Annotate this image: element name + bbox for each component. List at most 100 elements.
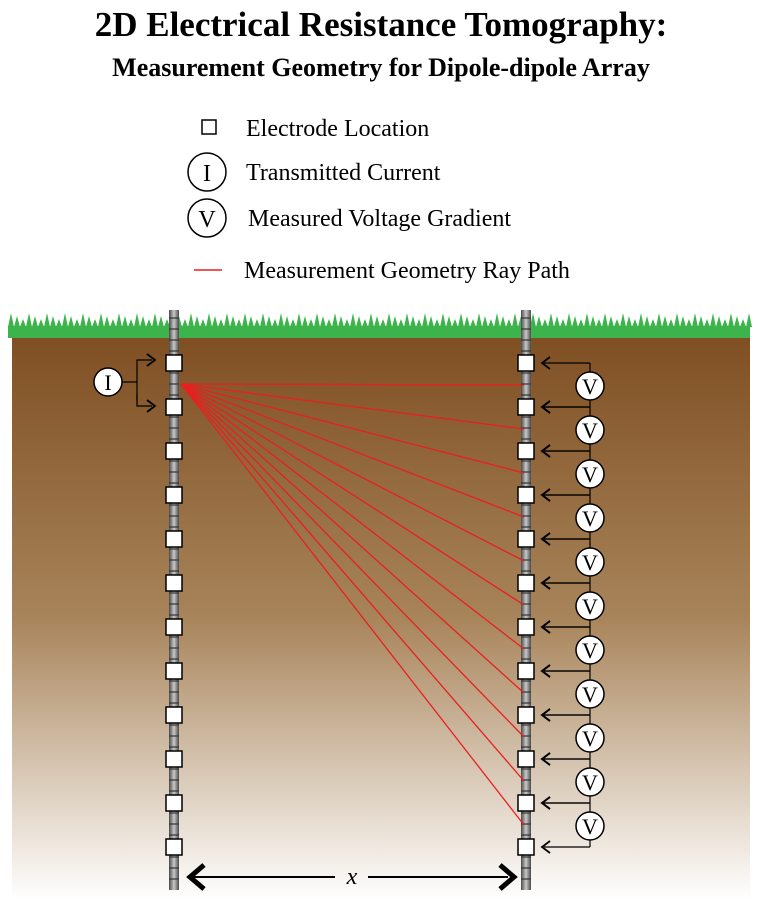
voltage-meter: V (540, 752, 605, 810)
voltage-meter-label: V (582, 374, 598, 399)
ray-path (180, 383, 525, 694)
voltage-meter: V (540, 796, 605, 854)
ray-paths (180, 383, 525, 826)
electrode (517, 486, 535, 504)
ray-path (180, 383, 525, 386)
voltage-meter-label: V (582, 418, 598, 443)
legend-voltage-symbol: V (198, 207, 216, 233)
electrode (165, 618, 183, 636)
electrode (165, 354, 183, 372)
ray-path (180, 383, 525, 518)
distance-arrow-right (498, 863, 518, 891)
ray-path (180, 383, 525, 826)
electrode (165, 530, 183, 548)
electrode (165, 750, 183, 768)
voltage-meter-label: V (582, 550, 598, 575)
ray-path (180, 383, 525, 782)
ray-path (180, 383, 525, 430)
legend-ray-label: Measurement Geometry Ray Path (244, 258, 570, 284)
ray-path (180, 383, 525, 650)
electrode (517, 662, 535, 680)
soil (12, 336, 750, 900)
voltage-meter-label: V (582, 682, 598, 707)
ray-path (180, 383, 525, 606)
electrode (165, 442, 183, 460)
distance-arrow-left (186, 863, 206, 891)
ray-path (180, 383, 525, 474)
voltage-meter-icon (575, 415, 605, 445)
voltage-meter-icon (575, 371, 605, 401)
electrode (517, 398, 535, 416)
distance-label: x (346, 864, 358, 890)
electrode (517, 354, 535, 372)
voltage-meter-label: V (582, 814, 598, 839)
distance-dimension: x (186, 863, 518, 891)
voltage-arrow (540, 752, 551, 766)
voltage-arrow (540, 796, 551, 810)
electrode (165, 486, 183, 504)
grass (8, 313, 752, 338)
legend-voltage-label: Measured Voltage Gradient (248, 206, 511, 232)
voltage-meter: V (540, 664, 605, 722)
electrode (165, 706, 183, 724)
voltage-arrow (540, 620, 551, 634)
electrodes-left (165, 354, 183, 856)
legend-electrode-icon (201, 119, 217, 135)
legend: Electrode Location I Transmitted Current… (187, 116, 570, 284)
legend-current-symbol: I (203, 161, 211, 187)
current-source-label: I (104, 370, 111, 395)
current-arrow-top (146, 353, 157, 367)
voltage-meter-icon (575, 635, 605, 665)
voltage-arrow (540, 356, 551, 370)
current-arrow-bottom (146, 399, 157, 413)
voltage-meter-icon (575, 723, 605, 753)
ray-path (180, 383, 525, 562)
electrode (517, 574, 535, 592)
title-line-1: 2D Electrical Resistance Tomography: (94, 5, 668, 44)
electrode (517, 442, 535, 460)
voltage-arrow (540, 664, 551, 678)
borehole-right (521, 310, 531, 890)
voltage-arrow (540, 488, 551, 502)
voltage-meter-label: V (582, 594, 598, 619)
voltage-meter-label: V (582, 726, 598, 751)
voltage-arrow (540, 444, 551, 458)
title-line-2: Measurement Geometry for Dipole-dipole A… (112, 53, 650, 82)
electrode (517, 838, 535, 856)
voltage-meter-icon (575, 767, 605, 797)
voltage-arrow (540, 708, 551, 722)
electrode (165, 838, 183, 856)
voltage-arrow (540, 576, 551, 590)
electrode (517, 618, 535, 636)
voltage-meter-label: V (582, 506, 598, 531)
electrode (165, 662, 183, 680)
electrode (517, 706, 535, 724)
electrodes-right (517, 354, 535, 856)
current-source: I (93, 353, 157, 413)
voltage-meter-icon (575, 811, 605, 841)
voltage-meter-icon (575, 591, 605, 621)
borehole-left (169, 310, 179, 890)
voltage-arrow (540, 400, 551, 414)
voltage-meter-icon (575, 503, 605, 533)
voltage-meter-label: V (582, 638, 598, 663)
electrode (165, 794, 183, 812)
ray-path (180, 383, 525, 738)
legend-voltage-icon (187, 198, 227, 238)
electrode (517, 750, 535, 768)
electrode (165, 574, 183, 592)
voltage-meter-icon (575, 679, 605, 709)
voltage-meter-label: V (582, 462, 598, 487)
voltage-meter-icon (575, 547, 605, 577)
voltage-meter-label: V (582, 770, 598, 795)
electrode (517, 530, 535, 548)
voltage-meter-icon (575, 459, 605, 489)
voltage-arrow (540, 532, 551, 546)
legend-electrode-label: Electrode Location (246, 116, 429, 142)
voltage-arrow (540, 840, 551, 854)
electrode (165, 398, 183, 416)
legend-current-icon (187, 152, 227, 192)
legend-current-label: Transmitted Current (246, 160, 441, 186)
